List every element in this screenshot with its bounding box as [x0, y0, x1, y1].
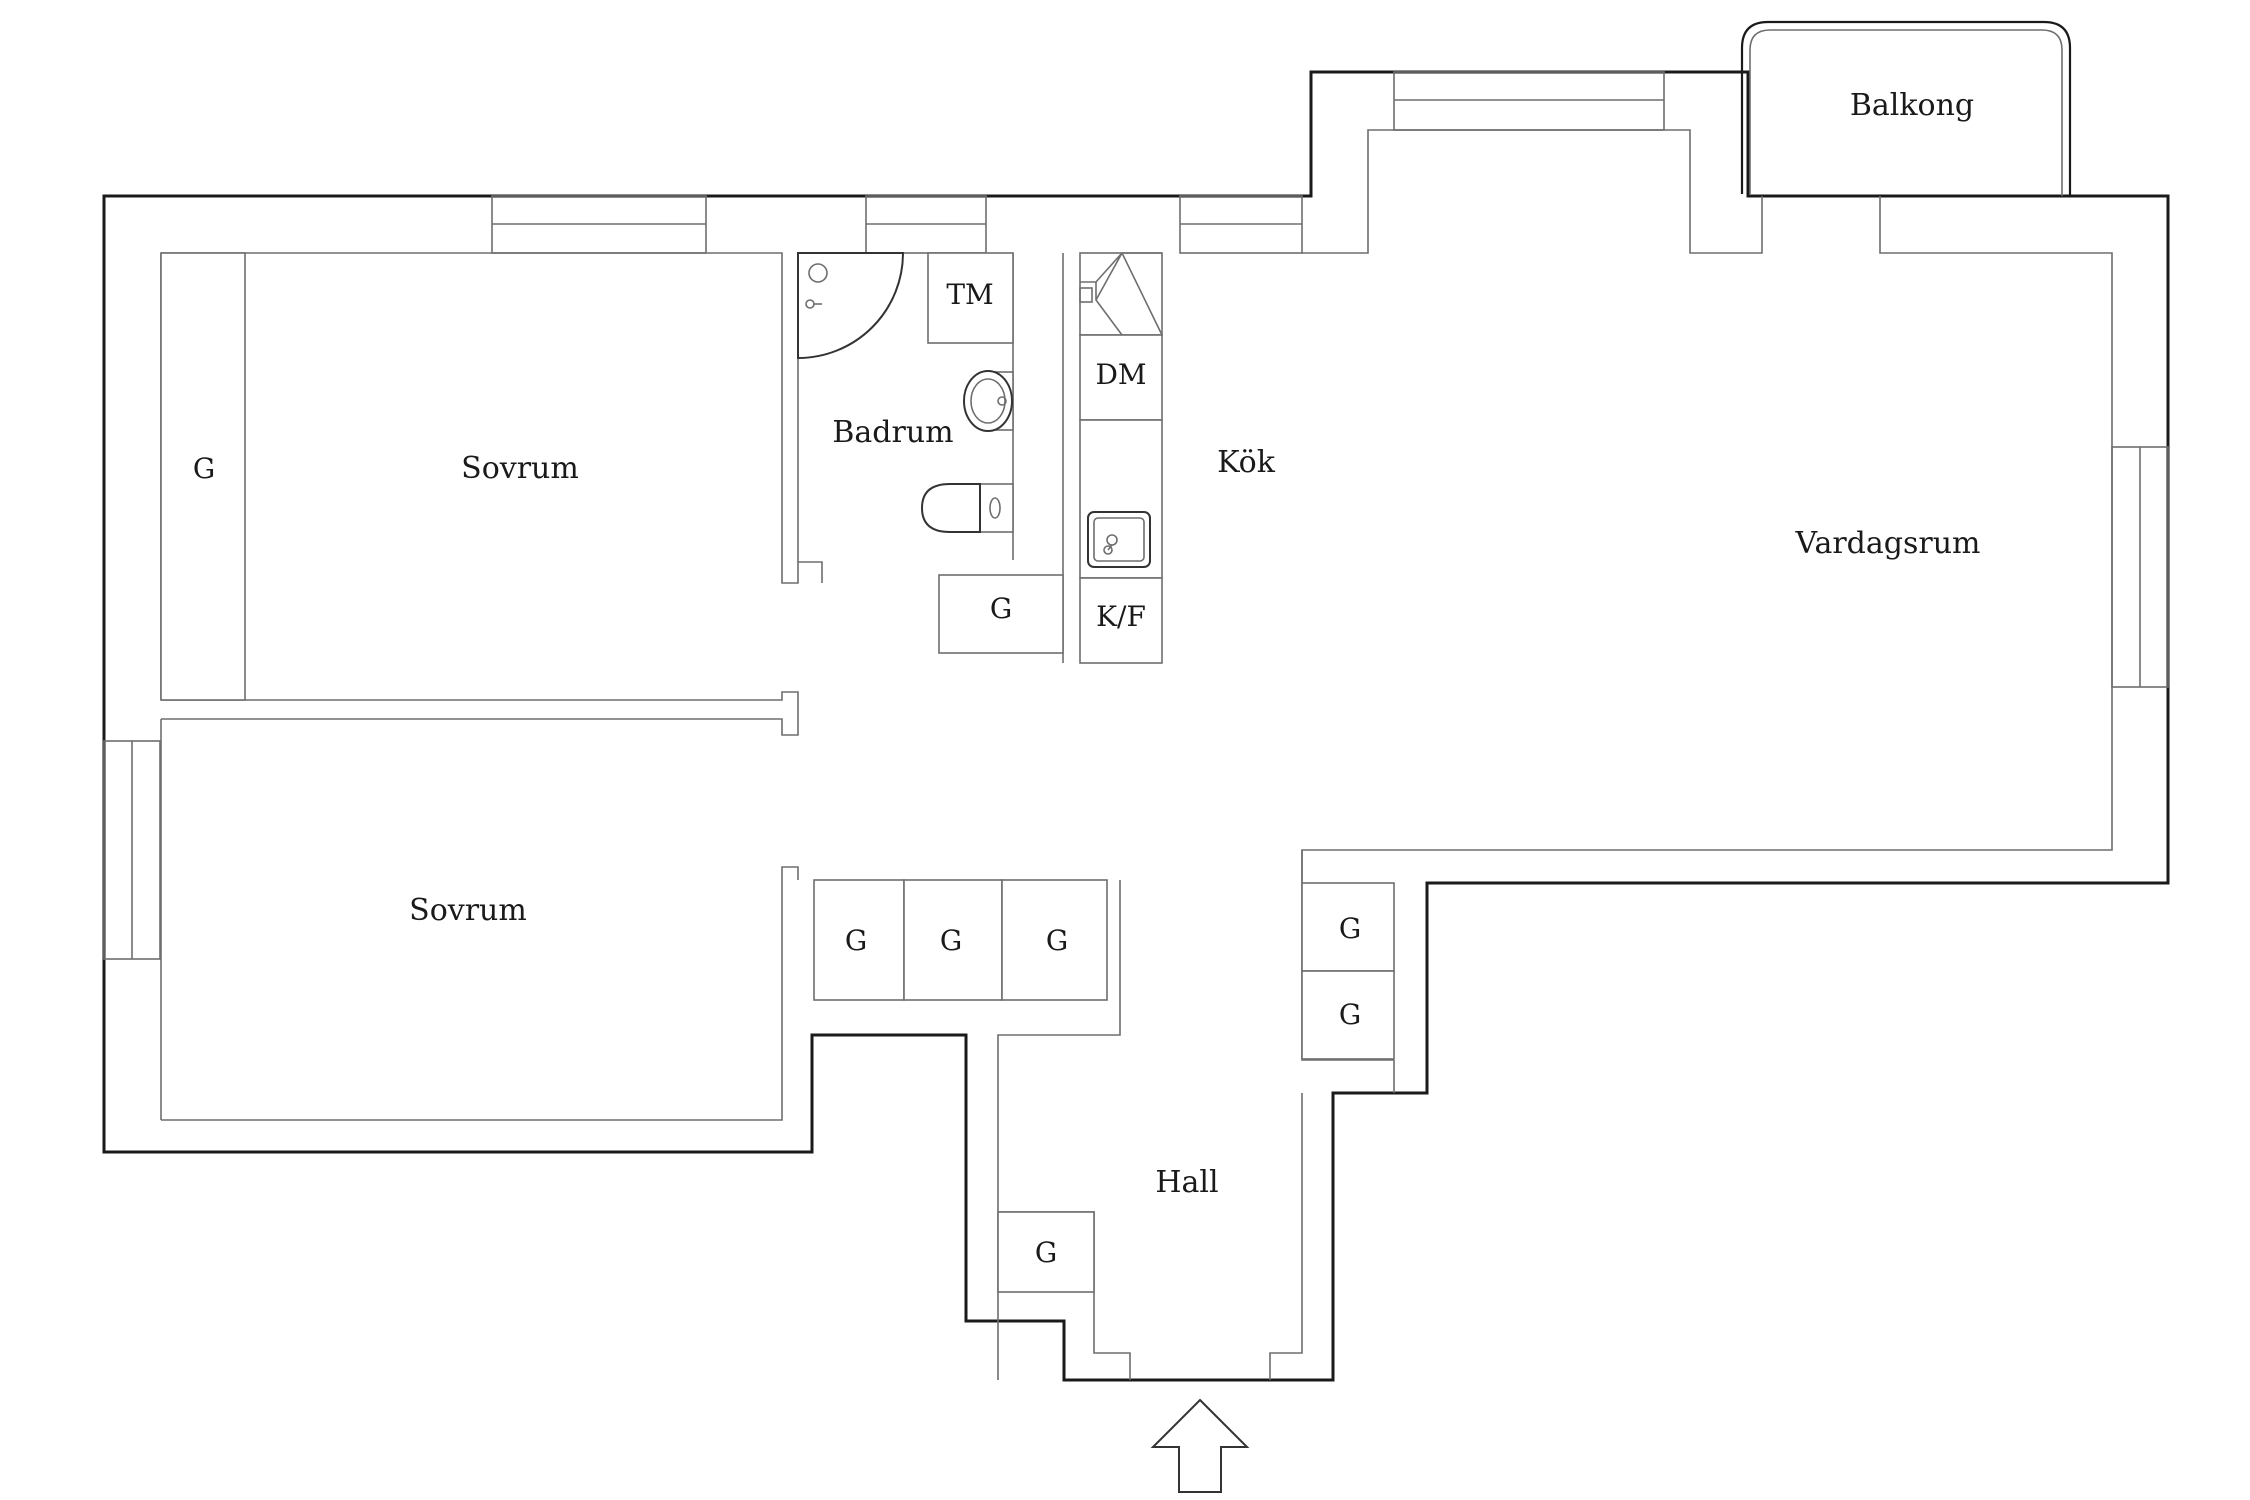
closet-labels: G G G G G G G G [193, 452, 1361, 1269]
outer-wall [102, 70, 2170, 1382]
fixture-label-dm: DM [1095, 358, 1146, 391]
closet-label: G [1339, 912, 1361, 945]
stove-hood-icon [1079, 252, 1163, 336]
balcony [1740, 20, 2072, 196]
windows [103, 71, 2169, 960]
shower-drain-icon [808, 263, 828, 283]
room-label-hall: Hall [1155, 1165, 1218, 1200]
closet-label: G [990, 592, 1012, 625]
closet-label: G [1339, 998, 1361, 1031]
toilet-icon [920, 483, 1014, 533]
closet-label: G [1035, 1236, 1057, 1269]
closet-label: G [1046, 924, 1068, 957]
room-label-sovrum-lower: Sovrum [409, 893, 527, 928]
room-label-balkong: Balkong [1850, 88, 1974, 123]
entrance-arrow-icon [1150, 1398, 1250, 1493]
fixture-label-tm: TM [946, 278, 993, 311]
fixture-labels: TM DM K/F [946, 278, 1146, 633]
room-label-kok: Kök [1217, 445, 1276, 480]
wardrobes [160, 252, 1395, 1293]
sink-icon [963, 370, 1014, 432]
room-label-badrum: Badrum [832, 415, 953, 450]
kitchen-sink-icon [1087, 511, 1151, 568]
room-labels: Balkong Sovrum Badrum Kök Vardagsrum Sov… [409, 88, 1980, 1200]
closet-label: G [193, 452, 215, 485]
closet-label: G [845, 924, 867, 957]
bathroom-fixtures [797, 252, 1014, 533]
kitchen-fixtures [1079, 252, 1163, 664]
fixture-label-kf: K/F [1096, 600, 1146, 633]
closet-label: G [940, 924, 962, 957]
room-label-vardagsrum: Vardagsrum [1795, 526, 1981, 561]
room-label-sovrum-upper: Sovrum [461, 451, 579, 486]
